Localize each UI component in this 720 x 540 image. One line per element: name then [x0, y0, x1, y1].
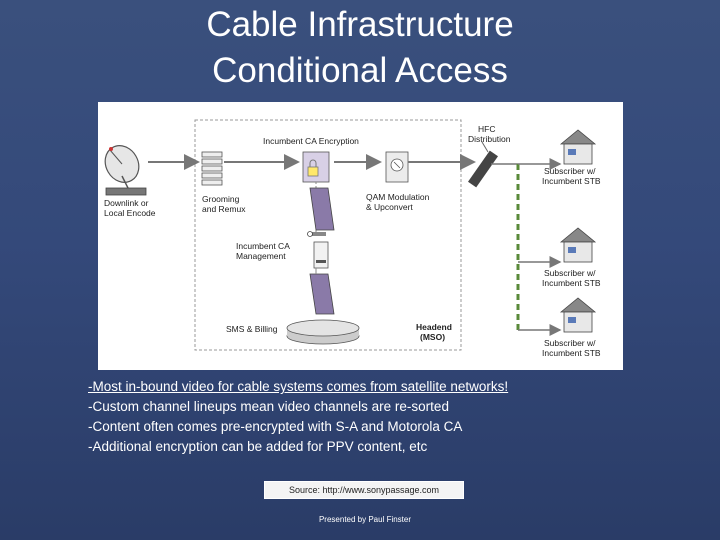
bullet-item-3: -Content often comes pre-encrypted with …	[88, 419, 463, 434]
downlink-label-2: Local Encode	[104, 208, 156, 218]
sms-label: SMS & Billing	[226, 324, 278, 334]
ca-management-server-icon	[307, 187, 335, 237]
database-icon	[286, 319, 360, 345]
slide-title: Cable Infrastructure Conditional Access	[0, 2, 720, 94]
qam-label-2: & Upconvert	[366, 202, 413, 212]
presenter-credit: Presented by Paul Finster	[318, 515, 412, 524]
satellite-dish-icon	[104, 145, 147, 196]
title-line-1: Cable Infrastructure	[206, 5, 514, 44]
subscriber-label-2a: Subscriber w/	[544, 268, 596, 278]
subscriber-label-2b: Incumbent STB	[542, 278, 601, 288]
bullet-item-1: -Most in-bound video for cable systems c…	[88, 379, 509, 394]
encryption-label: Incumbent CA Encryption	[263, 136, 359, 146]
grooming-label-1: Grooming	[202, 194, 240, 204]
bullet-item-4: -Additional encryption can be added for …	[88, 439, 428, 454]
title-line-2: Conditional Access	[212, 51, 508, 90]
diagram-svg: Downlink or Local Encode Grooming and Re…	[104, 119, 601, 358]
hfc-label-2: Distribution	[468, 134, 511, 144]
subscriber-label-3b: Incumbent STB	[542, 348, 601, 358]
subscriber-house-icon-1	[559, 129, 597, 165]
headend-label-2: (MSO)	[420, 332, 445, 342]
headend-label-1: Headend	[416, 322, 452, 332]
grooming-rack-icon	[201, 151, 223, 186]
ca-mgmt-label-2: Management	[236, 251, 286, 261]
subscriber-label-1b: Incumbent STB	[542, 176, 601, 186]
downlink-label-1: Downlink or	[104, 198, 149, 208]
subscriber-label-1a: Subscriber w/	[544, 166, 596, 176]
subscriber-label-3a: Subscriber w/	[544, 338, 596, 348]
source-caption: Source: http://www.sonypassage.com	[264, 481, 464, 499]
hfc-node-icon	[468, 141, 498, 188]
subscriber-house-icon-3	[559, 297, 597, 333]
qam-label-1: QAM Modulation	[366, 192, 430, 202]
sms-billing-server-icon	[309, 273, 335, 315]
bullet-list: -Most in-bound video for cable systems c…	[88, 377, 648, 457]
cable-ca-diagram: Downlink or Local Encode Grooming and Re…	[98, 102, 623, 370]
subscriber-house-icon-2	[559, 227, 597, 263]
headend-frame	[194, 119, 462, 351]
qam-modulator-icon	[385, 151, 409, 183]
terminal-icon	[313, 241, 329, 269]
ca-mgmt-label-1: Incumbent CA	[236, 241, 290, 251]
bullet-item-2: -Custom channel lineups mean video chann…	[88, 399, 449, 414]
grooming-label-2: and Remux	[202, 204, 246, 214]
encryption-server-icon	[302, 151, 330, 183]
hfc-label-1: HFC	[478, 124, 495, 134]
